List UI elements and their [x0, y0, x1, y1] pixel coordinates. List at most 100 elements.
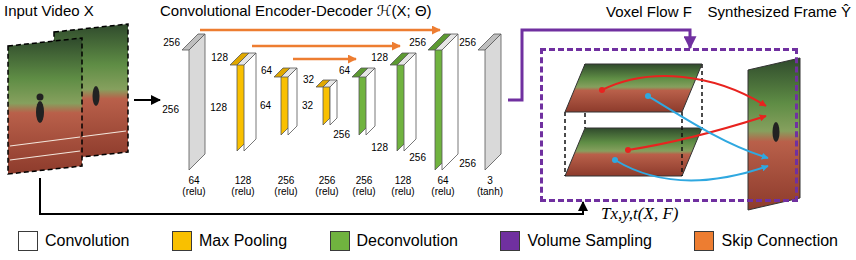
- layer-size: 64: [339, 65, 350, 76]
- sample-dot: [599, 87, 605, 93]
- connector-arrow: [134, 99, 160, 101]
- layer-size: 256: [459, 158, 476, 169]
- conv-layer: [478, 34, 501, 50]
- layer-size: 128 (relu): [391, 175, 414, 197]
- panel-title: Convolutional Encoder-Decoder ℋ(X; Θ): [160, 2, 432, 19]
- runner-figure: [36, 101, 44, 123]
- label-anchor: 256: [459, 158, 476, 169]
- sampling-curve: [648, 96, 768, 158]
- sampling-curve: [602, 76, 766, 106]
- label-anchor: 128: [210, 102, 227, 113]
- deconv-layer: [397, 53, 409, 151]
- layer-size: 256: [459, 37, 476, 48]
- label-anchor: 256: [163, 37, 180, 48]
- label-anchor: 128: [371, 142, 388, 153]
- pool-layer: [230, 53, 249, 65]
- volume-edge: [681, 112, 683, 176]
- label-anchor: 256 (relu): [274, 175, 297, 197]
- legend-label: Volume Sampling: [527, 232, 652, 250]
- sampling-curve: [615, 160, 768, 180]
- legend-label: Convolution: [45, 232, 130, 250]
- sample-dot: [645, 93, 651, 99]
- legend-label: Skip Connection: [721, 232, 838, 250]
- encoder-decoder-panel: Convolutional Encoder-Decoder ℋ(X; Θ): [160, 2, 508, 200]
- label-anchor: 256: [409, 37, 426, 48]
- deconv-layer: [428, 34, 451, 50]
- legend-swatch: [694, 231, 714, 251]
- label-anchor: 128 (relu): [391, 175, 414, 197]
- legend-item: Deconvolution: [330, 231, 458, 251]
- output-frame: [748, 58, 800, 210]
- legend: Convolution Max Pooling Deconvolution Volum…: [18, 231, 838, 251]
- skip-connection: [252, 45, 400, 48]
- sample-dot: [612, 157, 618, 163]
- conv-layer: [288, 68, 297, 135]
- layer-size: 64 (relu): [431, 175, 454, 197]
- legend-swatch: [330, 231, 350, 251]
- layer-size: 256 (relu): [352, 175, 375, 197]
- layer-size: 128: [210, 102, 227, 113]
- label-anchor: 64 (relu): [431, 175, 454, 197]
- label-anchor: 256: [409, 152, 426, 163]
- label-anchor: 128: [211, 52, 228, 63]
- layer-size: 32: [303, 74, 314, 85]
- runner-figure: [93, 86, 100, 106]
- label-anchor: 32: [303, 74, 314, 85]
- label-anchor: 256: [333, 129, 350, 140]
- runner-figure: [773, 122, 780, 142]
- deconv-layer: [390, 53, 409, 65]
- conv-layer: [359, 68, 375, 77]
- legend-item: Convolution: [18, 231, 130, 251]
- flow-frame: [565, 64, 702, 112]
- conv-layer: [485, 34, 501, 170]
- legend-swatch: [18, 231, 38, 251]
- label-anchor: Synthesized Frame Ŷ: [708, 3, 851, 21]
- legend-label: Deconvolution: [357, 232, 458, 250]
- layer-size: 256 (relu): [274, 175, 297, 197]
- label-anchor: 64 (relu): [182, 175, 205, 197]
- label-anchor: 64: [260, 100, 271, 111]
- conv-layer: [366, 68, 375, 135]
- input-video-panel: Input Video X: [4, 2, 134, 178]
- sample-dot: [625, 147, 631, 153]
- label-anchor: Voxel Flow F: [606, 3, 692, 21]
- label-anchor: 64: [261, 65, 272, 76]
- label-anchor: 128: [371, 52, 388, 63]
- conv-layer: [435, 34, 458, 50]
- volume-sampling-box: Tx,y,t(X, F): [540, 48, 798, 202]
- conv-layer: [397, 53, 416, 65]
- legend-item: Volume Sampling: [500, 231, 652, 251]
- legend-swatch: [172, 231, 192, 251]
- layer-size: 32: [302, 100, 313, 111]
- volume-edge: [701, 64, 703, 128]
- conv-layer: [404, 53, 416, 151]
- connector-arrow: [508, 30, 690, 100]
- pool-layer: [237, 53, 249, 151]
- conv-layer: [182, 34, 205, 50]
- volume-edge: [564, 112, 566, 176]
- label-anchor: 128 (relu): [231, 175, 254, 197]
- label-anchor: 256: [459, 37, 476, 48]
- legend-item: Max Pooling: [172, 231, 287, 251]
- layer-size: 128 (relu): [231, 175, 254, 197]
- skip-connection: [200, 29, 440, 32]
- panel-title: Voxel Flow F: [606, 3, 692, 21]
- conv-layer: [442, 34, 458, 170]
- video-frame: [54, 24, 128, 160]
- layer-size: 128: [371, 142, 388, 153]
- layer-size: 256: [163, 37, 180, 48]
- conv-layer: [244, 53, 256, 151]
- layer-size: 256: [162, 104, 179, 115]
- layer-size: 64: [260, 100, 271, 111]
- layer-size: 128: [371, 52, 388, 63]
- video-frame: [8, 38, 82, 174]
- conv-layer: [323, 80, 337, 87]
- sampling-curve: [628, 116, 766, 150]
- volume-edge: [584, 64, 586, 128]
- panel-title: Synthesized Frame Ŷ: [708, 3, 851, 21]
- label-anchor: 32: [302, 100, 313, 111]
- conv-layer: [189, 34, 205, 170]
